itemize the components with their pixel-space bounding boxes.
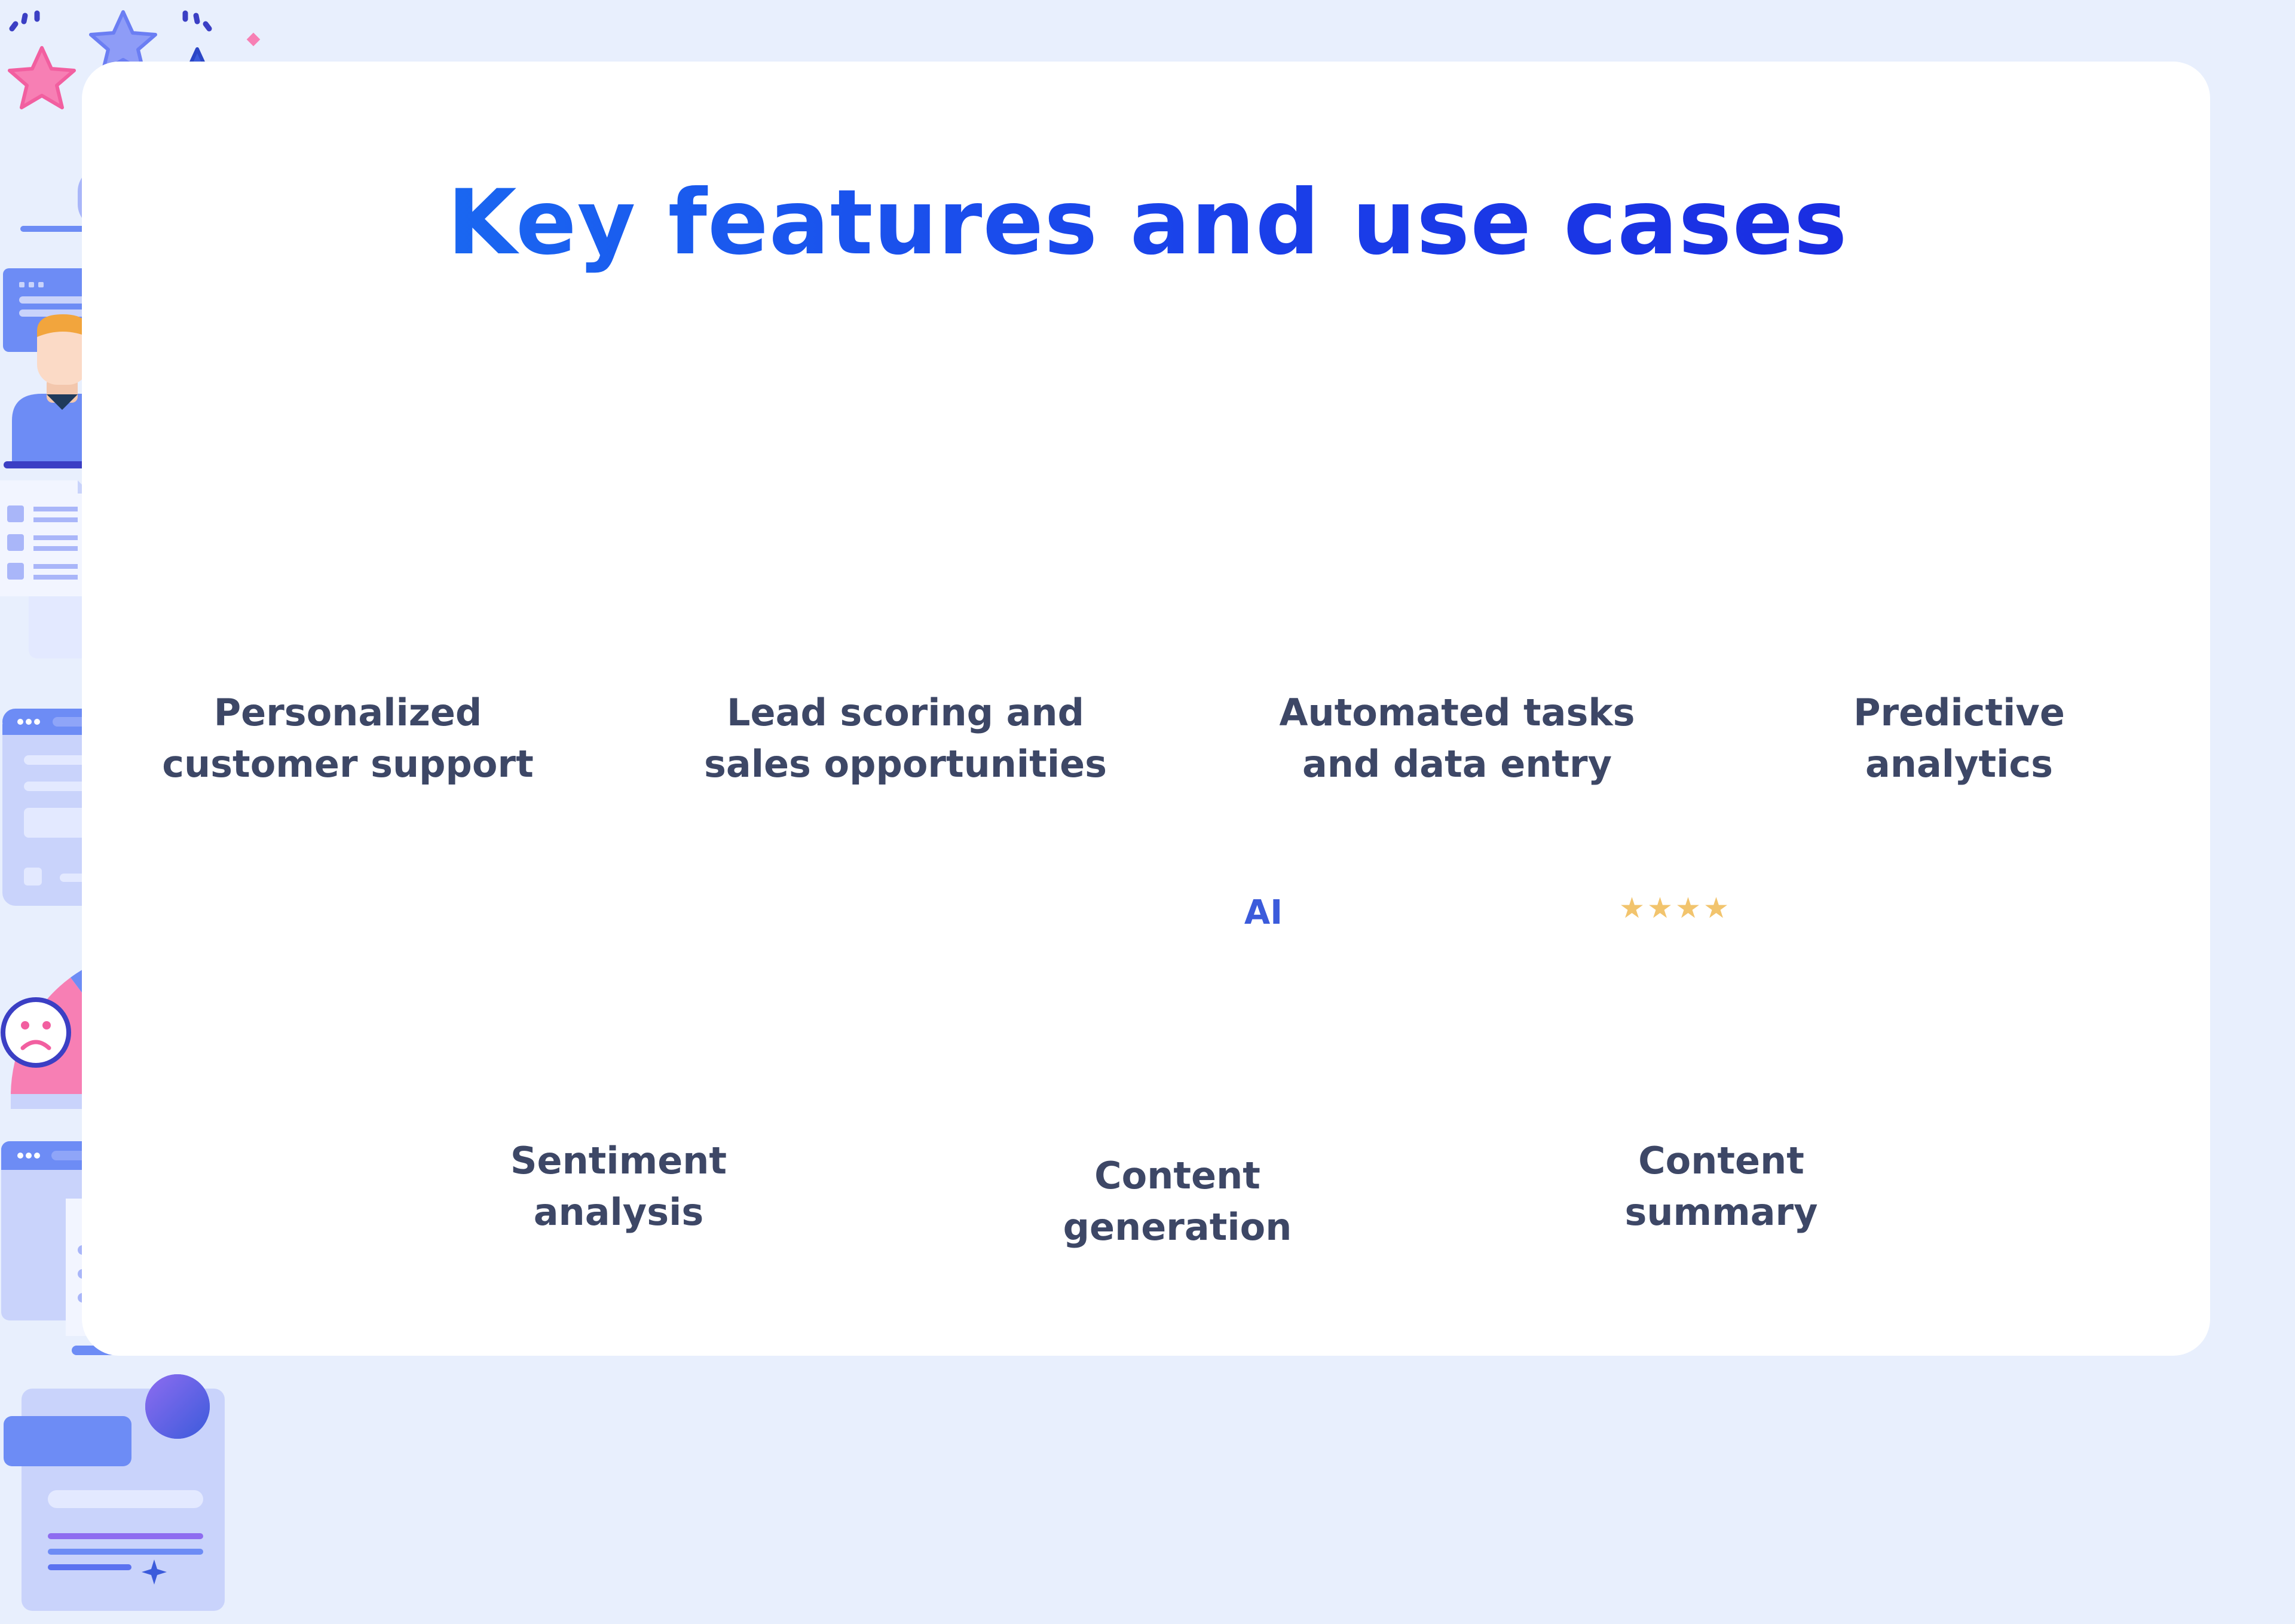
feature-card bbox=[82, 62, 2210, 1356]
ai-badge: AI bbox=[1768, 856, 1803, 890]
page-title: Key features and use cases bbox=[0, 171, 2295, 275]
rating-stars: ★★★★ bbox=[1618, 891, 1732, 925]
ai-summary-icon bbox=[4, 1374, 225, 1611]
ai-badge: AI bbox=[1244, 893, 1283, 932]
